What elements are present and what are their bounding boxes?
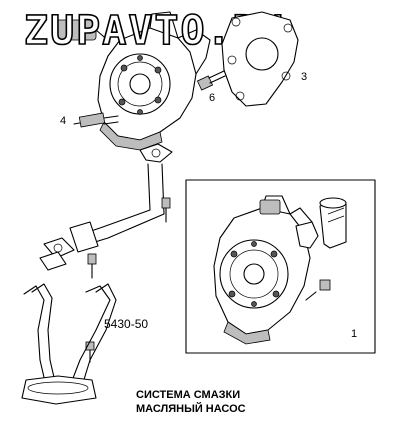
figure-code: 5430-50 xyxy=(104,317,148,331)
bolt-4 xyxy=(73,112,119,128)
bolt-6 xyxy=(196,70,226,91)
oil-pump-assembly xyxy=(55,11,211,151)
callout-6: 6 xyxy=(209,92,215,104)
caption-line-2: МАСЛЯНЫЙ НАСОС xyxy=(136,402,246,415)
oil-strainer xyxy=(21,283,117,405)
bolt-detail xyxy=(305,279,331,301)
pipe-bolts xyxy=(85,197,171,363)
gasket-part xyxy=(221,11,299,107)
oil-pipe xyxy=(39,143,173,271)
callout-1: 1 xyxy=(351,328,357,340)
oil-pump-detail xyxy=(213,195,319,345)
callout-3: 3 xyxy=(301,71,307,83)
caption-line-1: СИСТЕМА СМАЗКИ xyxy=(136,389,240,401)
relief-valve-cap xyxy=(319,197,347,249)
callout-4: 4 xyxy=(60,115,66,127)
detail-frame xyxy=(185,179,376,354)
